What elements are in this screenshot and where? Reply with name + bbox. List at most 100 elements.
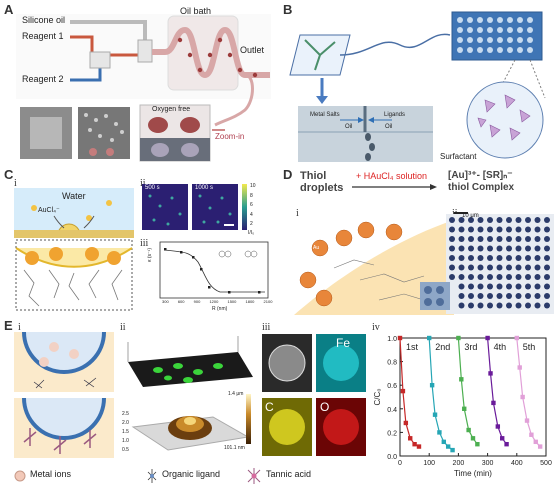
zoom-in-label: Zoom-in [215, 132, 245, 141]
data-point-3rd [462, 406, 467, 411]
array-dot [534, 217, 541, 223]
panel-e-eds-maps [262, 334, 366, 456]
y-axis-label: C/C₀ [373, 388, 382, 405]
array-dot [525, 255, 531, 261]
array-dot [477, 236, 484, 242]
array-dot [506, 255, 512, 261]
array-dot [506, 236, 512, 242]
panel-c-letter: C [4, 167, 14, 182]
y-tick-label: 0.8 [387, 360, 397, 367]
y-tick-label: 0.6 [387, 383, 397, 390]
array-dot [458, 236, 465, 242]
data-point-5th [514, 335, 519, 341]
array-dot [525, 226, 531, 233]
array-dot [487, 236, 493, 242]
data-point-3rd [475, 442, 480, 447]
data-point-1st [408, 436, 413, 441]
array-dot [544, 217, 550, 223]
x-tick-label: 200 [453, 460, 465, 467]
data-point-4th [495, 424, 501, 429]
data-point-5th [537, 444, 543, 449]
3d-axis-tick: 2.0 [122, 420, 129, 426]
data-point-3rd [466, 427, 471, 433]
panel-e-sub-iii: iii [262, 322, 271, 333]
series-label-2nd: 2nd [435, 342, 450, 352]
array-dot [496, 255, 503, 261]
array-dot [496, 274, 503, 280]
array-dot [534, 293, 541, 299]
reagent1-label: Reagent 1 [22, 31, 64, 41]
oil-right-label: Oil [385, 124, 393, 130]
panel-c-sub-iii: iii [140, 238, 149, 249]
array-dot [496, 264, 503, 271]
x-tick-label: 400 [511, 460, 523, 467]
array-dot [544, 245, 550, 252]
array-dot [468, 217, 474, 223]
kinetic-xtick: 900 [193, 299, 201, 304]
array-dot [496, 283, 503, 290]
data-point-3rd [459, 377, 464, 382]
array-dot [515, 264, 522, 271]
data-point-4th [488, 371, 493, 376]
data-point-4th [491, 400, 496, 406]
array-dot [458, 264, 465, 271]
x-tick-label: 100 [423, 460, 435, 467]
array-dot [468, 283, 474, 290]
data-point-5th [533, 439, 538, 445]
array-dot [534, 236, 541, 242]
array-dot [458, 293, 465, 299]
legend-tannic-acid: Tannic acid [266, 469, 312, 479]
panel-e-sub-iv: iv [372, 322, 380, 333]
array-dot [525, 217, 531, 223]
data-point-4th [485, 335, 490, 341]
3d-axis-tick: 1.0 [122, 438, 129, 444]
panel-d-illustration [294, 212, 554, 315]
colorbar-tick: 6 [250, 202, 253, 208]
array-dot [496, 226, 503, 233]
array-dot [468, 236, 474, 242]
kinetic-xticks: 300 600 900 1200 1500 1800 2100 [162, 299, 272, 304]
data-point-2nd [445, 444, 451, 449]
kinetic-xtick: 1800 [245, 299, 255, 304]
array-dot [496, 217, 503, 223]
array-dot [506, 226, 512, 233]
array-dot [449, 245, 455, 252]
colorbar-tick: 10 [250, 183, 256, 189]
haucl4-label: + HAuCl₄ solution [356, 171, 427, 181]
3d-axis-tick: 0.5 [122, 447, 129, 453]
data-point-5th [520, 394, 525, 400]
array-dot [449, 226, 455, 233]
kinetic-xlabel: R (nm) [212, 306, 228, 312]
data-point-5th [517, 365, 522, 370]
array-dot [458, 217, 465, 223]
array-dot [506, 217, 512, 223]
colorbar-tick: 2 [250, 221, 253, 227]
array-dot [477, 302, 484, 309]
thiol-line1: Thiol [300, 170, 327, 182]
array-dot [506, 302, 512, 309]
3d-axis-tick: 2.5 [122, 411, 129, 417]
heatmap-1000s-label: 1000 s [195, 185, 214, 191]
thiol-droplets-label: Thiol droplets [300, 170, 343, 194]
oil-bath-label: Oil bath [180, 6, 212, 16]
array-dot [544, 302, 550, 309]
colorbar-tick: 8 [250, 192, 253, 199]
kinetic-xtick: 1200 [209, 299, 219, 304]
array-dot [449, 274, 455, 280]
legend-organic-ligand: Organic ligand [162, 469, 221, 479]
array-dot [496, 245, 503, 252]
array-dot [477, 226, 484, 233]
array-dot [477, 255, 484, 261]
x-tick-label: 300 [482, 460, 494, 467]
array-dot [534, 255, 541, 261]
colorbar-label: I/I₀ [248, 230, 255, 236]
array-dot [525, 245, 531, 252]
product-label: [Au]³⁺- [SR]ₙ⁻ thiol Complex [448, 170, 514, 194]
array-dot [487, 274, 493, 280]
array-dot [515, 255, 522, 261]
array-dot [458, 226, 465, 233]
array-dot [544, 274, 550, 280]
array-dot [506, 245, 512, 252]
panel-e-schematic [14, 332, 114, 458]
au-label: Au [313, 245, 320, 251]
